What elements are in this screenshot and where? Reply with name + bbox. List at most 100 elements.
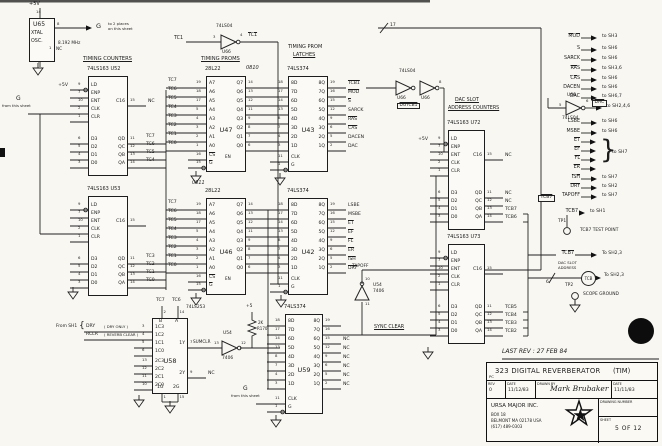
pin-label: CLR — [91, 115, 100, 120]
pin-number: 12 — [487, 311, 492, 316]
net-label: TCB2 — [505, 329, 517, 334]
pin-number: 3 — [278, 264, 281, 269]
pin-label: Q1 — [236, 135, 243, 140]
net-name: LSBE — [567, 119, 580, 124]
pin-label: 7Q — [313, 328, 320, 333]
pin-number: 1 — [438, 167, 441, 172]
net-name: TCB7 — [561, 251, 574, 256]
pin-number: 7 — [78, 209, 81, 214]
pin-label: 7Q — [318, 90, 325, 95]
chip-part-label: 28L22 — [205, 188, 221, 194]
pin-label: QC — [118, 265, 125, 270]
drawing-title-suffix: (TIM) — [613, 367, 631, 375]
pin-label: CLR — [451, 283, 460, 288]
pin-number: 13 — [275, 344, 280, 349]
schematic-label: 11 — [365, 301, 370, 306]
pin-label: QB — [475, 207, 482, 212]
pin-label: A3 — [209, 117, 216, 122]
pin-number: 19 — [196, 79, 201, 84]
pin-label: D1 — [451, 207, 458, 212]
inverter-gate-icon — [565, 100, 583, 116]
pin-label: QA — [475, 215, 482, 220]
pin-number: 19 — [196, 201, 201, 206]
pin-number: 9 — [248, 237, 251, 242]
pin-label: CLK — [451, 161, 460, 166]
sheet-label: SHEET — [600, 418, 612, 422]
pin-number: 14 — [275, 335, 280, 340]
rev-cell: REV 0 — [487, 381, 506, 398]
pin-label: A6 — [209, 212, 216, 217]
pin-number: 12 — [142, 365, 147, 370]
pin-number: 1 — [278, 283, 281, 288]
pin-label: D2 — [91, 265, 98, 270]
net-name: DACEN — [563, 85, 580, 90]
pin-label: ENP — [91, 211, 101, 216]
schematic-label: DAC SLOT — [558, 260, 577, 265]
schematic-label: +5 — [246, 304, 253, 309]
pin-number: 3 — [438, 327, 441, 332]
osc-frequency: 8.192 MHz — [58, 40, 81, 45]
pin-label: QC — [475, 313, 482, 318]
pin-number: 14 — [487, 213, 492, 218]
date-cell: DATE 11/12/83 — [506, 381, 536, 398]
pin-number: 1 — [163, 394, 166, 399]
pin-label: D1 — [91, 153, 98, 158]
net-label: DRY — [348, 266, 358, 271]
pin-number: 5 — [438, 311, 441, 316]
pin-label: 2D — [288, 373, 295, 378]
pin-label: QD — [474, 305, 482, 310]
pin-label: QB — [118, 273, 125, 278]
pin-number: 18 — [278, 201, 283, 206]
pin-label: A2 — [209, 126, 216, 131]
net-label: RAS — [348, 117, 358, 122]
schematic-label: 7406 — [373, 289, 385, 294]
schematic-label: 7 — [37, 60, 40, 65]
schematic-label: U54 — [223, 331, 232, 336]
pin-number: 9 — [190, 369, 193, 374]
pin-number: 6 — [438, 189, 441, 194]
inverter-gate-icon — [395, 80, 413, 96]
schematic-label: NC — [56, 46, 63, 51]
net-label: NC — [343, 364, 350, 369]
pin-number: 7 — [275, 362, 278, 367]
pin-number: 19 — [330, 201, 335, 206]
prom-code: 0810 — [246, 65, 259, 71]
net-name: DRY — [570, 184, 580, 189]
chip-part-label: 74LS163 U52 — [87, 66, 121, 72]
pin-number: 14 — [487, 327, 492, 332]
pin-label: 1D — [288, 382, 295, 387]
net-label: TC1 — [168, 132, 177, 137]
pin-number: 11 — [278, 275, 283, 280]
schematic-label: 8 — [439, 79, 442, 84]
pin-number: 3 — [78, 159, 81, 164]
pin-label: CS — [209, 275, 216, 280]
net-label: TC6 — [146, 142, 155, 147]
net-label: TC7 — [156, 298, 165, 303]
net-g: G — [16, 95, 21, 102]
pin-number: 6 — [78, 135, 81, 140]
pin-number: 2 — [330, 142, 333, 147]
pin-number: 14 — [179, 309, 185, 314]
pin-label: A2 — [209, 248, 216, 253]
pin-label: 2Q — [318, 135, 325, 140]
pin-number: 13 — [487, 205, 492, 210]
pin-number: 11 — [275, 395, 280, 400]
schematic-label: from this sheet — [2, 103, 31, 108]
rev-value: 0 — [489, 388, 492, 393]
pin-label: Q4 — [236, 108, 243, 113]
company-phone: (617) 489-0303 — [491, 424, 523, 429]
pin-number: 15 — [196, 281, 201, 286]
pin-label: D3 — [451, 305, 458, 310]
pin-number: 12 — [248, 97, 253, 102]
net-label: ET — [348, 221, 354, 226]
pin-label: 2D — [291, 135, 298, 140]
schematic-label: from this sheet — [231, 393, 260, 398]
pin-number: 2 — [438, 273, 441, 278]
pin-label: 6Q — [318, 221, 325, 226]
net-label: CAS — [348, 126, 358, 131]
pin-number: 15 — [196, 159, 201, 164]
pin-number: 11 — [248, 106, 253, 111]
pin-number: 12 — [130, 143, 135, 148]
net-label: TC2 — [168, 123, 177, 128]
